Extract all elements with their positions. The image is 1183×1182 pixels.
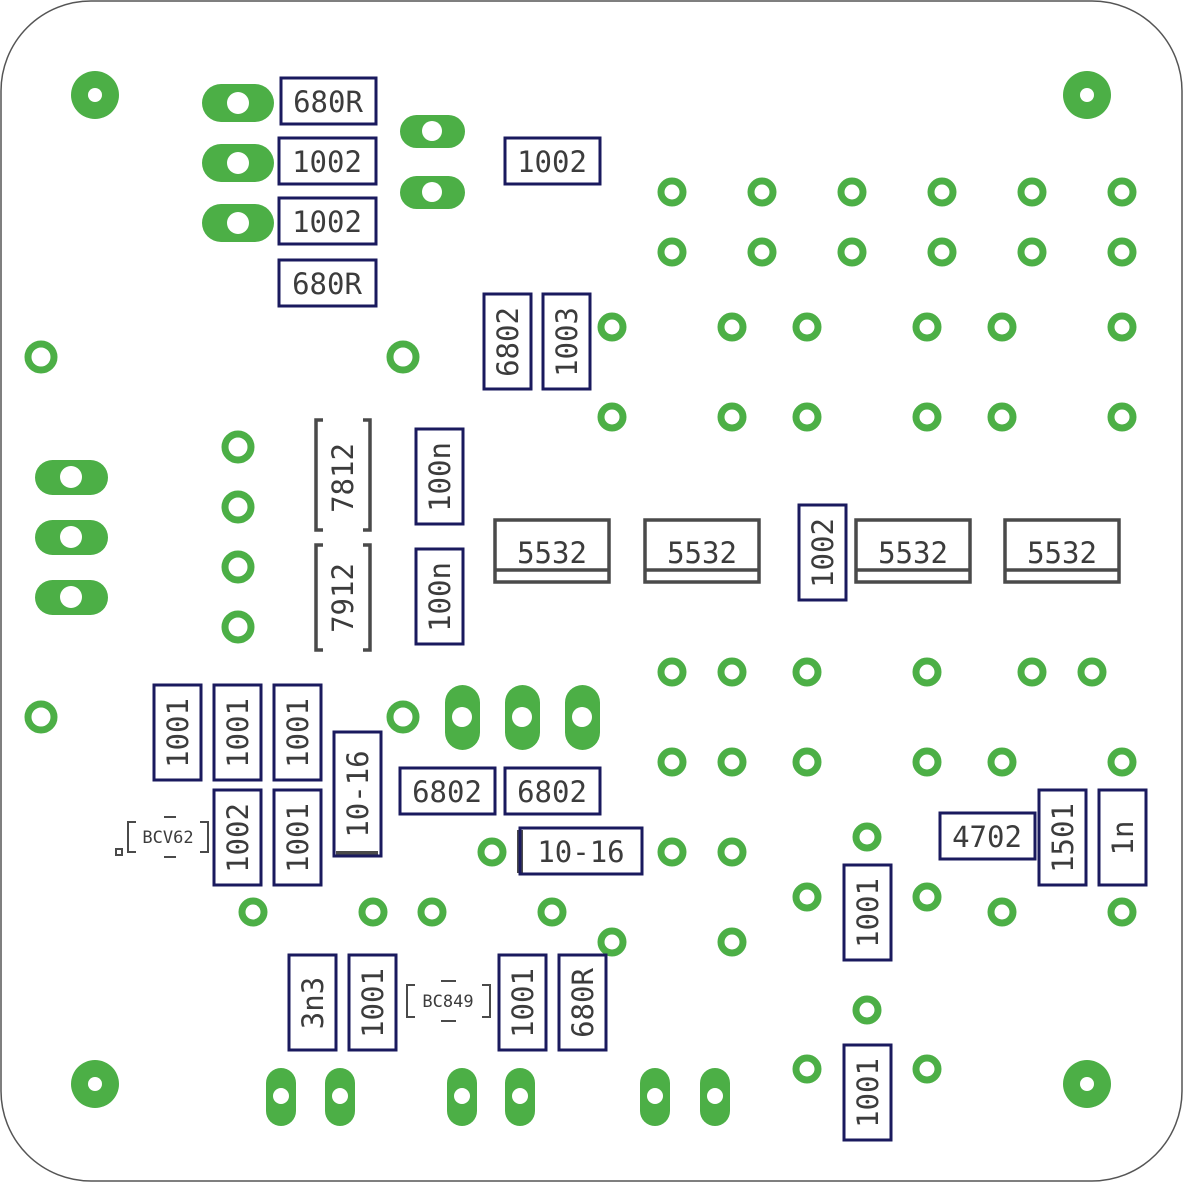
label-c1: 100n — [423, 442, 457, 512]
label-ic1: 5532 — [517, 536, 587, 570]
label-r17: 1501 — [1046, 803, 1080, 873]
label-r16: 4702 — [952, 820, 1022, 854]
label-q2: BC849 — [422, 992, 473, 1012]
label-c2: 100n — [423, 562, 457, 632]
label-r1: 680R — [293, 85, 363, 119]
label-r7: 1003 — [550, 307, 584, 377]
label-r12: 1002 — [221, 803, 255, 873]
label-r18: 1001 — [851, 878, 885, 948]
round-pads — [24, 177, 1137, 1084]
label-ic4: 5532 — [1027, 536, 1097, 570]
silkscreen-transistors — [115, 816, 491, 1022]
label-r2: 1002 — [292, 145, 362, 179]
label-r14: 6802 — [412, 775, 482, 809]
label-q1: BCV62 — [142, 828, 193, 848]
connector-pads-top — [35, 84, 465, 615]
label-r9: 1001 — [161, 698, 195, 768]
label-ic3: 5532 — [878, 536, 948, 570]
label-r8: 1002 — [806, 518, 840, 588]
label-c4: 10-16 — [537, 835, 624, 869]
label-r22: 1001 — [851, 1058, 885, 1128]
label-ic2: 5532 — [667, 536, 737, 570]
label-r15: 6802 — [517, 775, 587, 809]
label-c3: 10-16 — [341, 750, 375, 837]
label-u2: 7912 — [326, 563, 360, 633]
label-r21: 680R — [566, 968, 600, 1038]
label-r20: 1001 — [506, 968, 540, 1038]
label-c6: 3n3 — [296, 977, 330, 1029]
label-r5: 1002 — [517, 145, 587, 179]
component-outlines — [152, 76, 1148, 1142]
label-r11: 1001 — [281, 698, 315, 768]
label-r4: 680R — [292, 267, 362, 301]
label-c5: 1n — [1106, 821, 1140, 856]
silkscreen-ics — [314, 418, 1121, 873]
label-r13: 1001 — [281, 803, 315, 873]
label-r3: 1002 — [292, 205, 362, 239]
label-r6: 6802 — [491, 307, 525, 377]
label-r19: 1001 — [356, 968, 390, 1038]
label-u1: 7812 — [326, 443, 360, 513]
label-r10: 1001 — [221, 698, 255, 768]
